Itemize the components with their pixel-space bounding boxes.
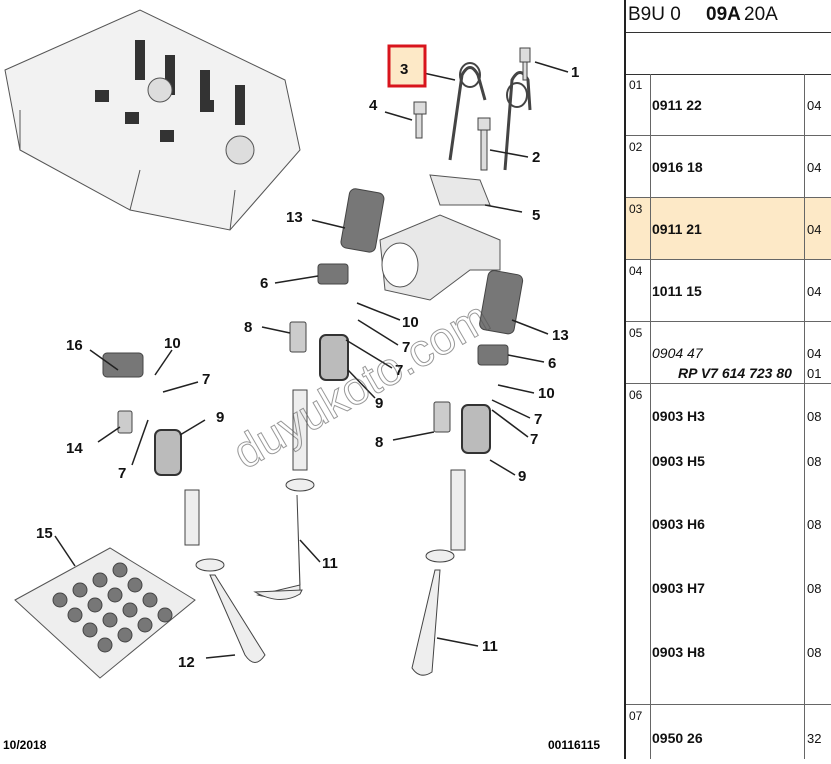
part-quantity: 08 xyxy=(807,517,822,532)
part-reference-variant: 0903 H7 xyxy=(652,580,705,596)
part-reference: 0904 47 xyxy=(652,345,703,361)
callout-13b: 13 xyxy=(552,327,569,344)
callout-3: 3 xyxy=(400,61,408,78)
part-quantity: 04 xyxy=(807,284,822,299)
part-row-05[interactable]: 05 0904 47 04 RP V7 614 723 80 01 xyxy=(626,322,831,384)
callout-16: 16 xyxy=(66,337,83,354)
callout-7e: 7 xyxy=(202,371,210,388)
cylinder-head-illustration xyxy=(4,9,301,231)
valve-illustrations xyxy=(184,389,466,676)
part-quantity: 04 xyxy=(807,222,822,237)
part-reference: 0950 26 xyxy=(652,730,703,746)
callout-4: 4 xyxy=(369,97,378,114)
exploded-parts-diagram: 1 2 3 4 5 13 6 8 10 7 7 9 13 6 10 7 7 8 … xyxy=(3,9,600,752)
header-prefix: B9U 0 xyxy=(628,4,681,25)
leaf-spring-illustration xyxy=(448,62,532,171)
callout-11a: 11 xyxy=(322,555,338,572)
header-suffix: 20A xyxy=(744,4,778,25)
rocker-arm-illustrations xyxy=(102,188,524,378)
footer-diagram-id: 00116115 xyxy=(548,738,600,752)
part-row-07[interactable]: 07 0950 26 32 xyxy=(626,705,831,759)
leader-lines xyxy=(54,61,569,659)
support-bracket-illustration xyxy=(379,174,501,301)
part-quantity: 32 xyxy=(807,731,822,746)
part-quantity: 08 xyxy=(807,409,822,424)
row-index: 05 xyxy=(629,326,643,340)
highlighted-callout-box xyxy=(387,44,427,88)
bolt-illustrations xyxy=(413,47,531,171)
part-reference-variant: 0903 H5 xyxy=(652,453,705,469)
row-index: 04 xyxy=(629,264,643,278)
callout-10b: 10 xyxy=(538,385,555,402)
tappet-illustrations xyxy=(117,321,451,434)
part-reference: 0911 22 xyxy=(652,97,702,113)
part-row-02[interactable]: 02 0916 18 04 xyxy=(626,136,831,198)
part-row-03-highlighted[interactable]: 03 0911 21 04 xyxy=(626,198,831,260)
callout-15: 15 xyxy=(36,525,53,542)
panel-header: B9U 0 09A 20A xyxy=(626,0,831,33)
callout-7b: 7 xyxy=(395,362,403,379)
diagram-svg: 1 2 3 4 5 13 6 8 10 7 7 9 13 6 10 7 7 8 … xyxy=(3,9,600,752)
part-quantity-secondary: 01 xyxy=(807,366,822,381)
callout-12: 12 xyxy=(178,654,195,671)
callout-14: 14 xyxy=(66,440,83,457)
callout-6a: 6 xyxy=(260,275,268,292)
callout-11b: 11 xyxy=(482,638,498,655)
row-index: 03 xyxy=(629,202,643,216)
part-quantity: 08 xyxy=(807,581,822,596)
row-index: 02 xyxy=(629,140,643,154)
part-quantity: 04 xyxy=(807,160,822,175)
part-row-06[interactable]: 06 0903 H3 08 0903 H5 08 0903 H6 08 0903… xyxy=(626,384,831,705)
part-row-04[interactable]: 04 1011 15 04 xyxy=(626,260,831,322)
callout-10a: 10 xyxy=(402,314,419,331)
part-row-01[interactable]: 01 0911 22 04 xyxy=(626,74,831,136)
callout-7f: 7 xyxy=(118,465,126,482)
callout-10c: 10 xyxy=(164,335,181,352)
callout-9b: 9 xyxy=(518,468,526,485)
callout-7d: 7 xyxy=(530,431,538,448)
callout-2: 2 xyxy=(532,149,540,166)
callout-7c: 7 xyxy=(534,411,542,428)
part-quantity: 08 xyxy=(807,645,822,660)
part-quantity: 04 xyxy=(807,346,822,361)
callout-5: 5 xyxy=(532,207,540,224)
callout-13a: 13 xyxy=(286,209,303,226)
callout-1: 1 xyxy=(571,64,579,81)
row-index: 07 xyxy=(629,709,643,723)
row-index: 06 xyxy=(629,388,643,402)
part-reference: 0916 18 xyxy=(652,159,703,175)
part-reference: 0911 21 xyxy=(652,221,702,237)
part-reference-variant: 0903 H8 xyxy=(652,644,705,660)
part-quantity: 04 xyxy=(807,98,822,113)
valve-seal-kit-illustration xyxy=(14,547,196,679)
callout-7a: 7 xyxy=(402,339,410,356)
callout-8a: 8 xyxy=(244,319,252,336)
part-reference: 1011 15 xyxy=(652,283,702,299)
row-index: 01 xyxy=(629,78,643,92)
panel-divider xyxy=(624,0,626,759)
header-bold-code: 09A xyxy=(706,4,741,25)
callout-9c: 9 xyxy=(216,409,224,426)
callout-labels: 1 2 3 4 5 13 6 8 10 7 7 9 13 6 10 7 7 8 … xyxy=(36,61,579,671)
valve-spring-illustrations xyxy=(154,334,491,476)
part-quantity: 08 xyxy=(807,454,822,469)
part-reference-variant: 0903 H3 xyxy=(652,408,705,424)
part-reference-secondary: RP V7 614 723 80 xyxy=(678,365,792,381)
watermark: duyukoto.com xyxy=(224,290,498,478)
part-reference-variant: 0903 H6 xyxy=(652,516,705,532)
panel-subheader xyxy=(626,32,831,75)
callout-9a: 9 xyxy=(375,395,383,412)
footer-date: 10/2018 xyxy=(3,738,47,752)
callout-8b: 8 xyxy=(375,434,383,451)
parts-list-panel: B9U 0 09A 20A 01 0911 22 04 02 0916 18 0… xyxy=(626,0,831,759)
callout-6b: 6 xyxy=(548,355,556,372)
